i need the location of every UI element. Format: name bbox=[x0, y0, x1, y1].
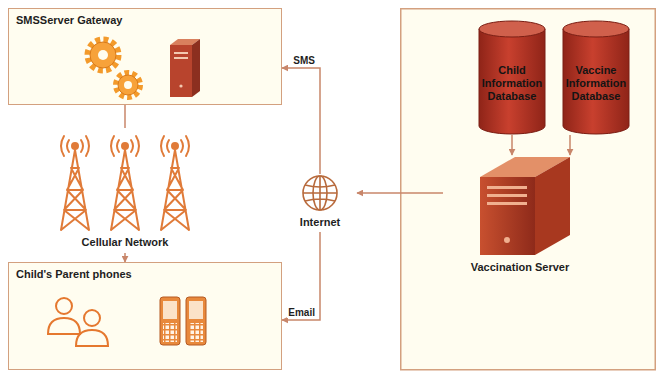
cylinder-body bbox=[563, 29, 629, 134]
gear-icon bbox=[124, 81, 132, 89]
network-node: Cellular Network bbox=[48, 128, 202, 253]
connector-line bbox=[282, 68, 320, 174]
panel-background bbox=[8, 262, 282, 370]
gateway-server-icon bbox=[170, 39, 200, 97]
box-heading: SMSServer Gateway bbox=[16, 14, 122, 26]
phone-icon bbox=[163, 301, 177, 319]
cell-tower-icon bbox=[122, 143, 128, 149]
phone-icon bbox=[186, 297, 206, 345]
phone-icon bbox=[160, 297, 206, 345]
gateway-server-icon bbox=[170, 45, 192, 97]
edge-label: Email bbox=[287, 307, 316, 318]
vaccination-server-icon bbox=[480, 157, 570, 255]
vaccination-server-icon bbox=[504, 237, 510, 243]
gear-icon bbox=[88, 40, 140, 97]
phone-icon bbox=[163, 323, 177, 342]
gear-icon bbox=[88, 40, 118, 70]
connector-line bbox=[357, 192, 443, 194]
edge-label: SMS bbox=[292, 55, 316, 66]
database-cylinder: Child Information Database bbox=[478, 20, 546, 135]
gateway-server-icon bbox=[179, 84, 182, 87]
cell-tower-icon bbox=[161, 150, 189, 230]
parent-people-icon bbox=[56, 298, 72, 314]
connector-line bbox=[124, 105, 126, 128]
icon-label: Cellular Network bbox=[48, 236, 202, 248]
vaccination-server-icon bbox=[535, 157, 570, 255]
gateway-server-icon bbox=[174, 52, 188, 54]
box-heading: Child's Parent phones bbox=[16, 268, 132, 280]
cell-tower-icon bbox=[111, 150, 139, 230]
globe-icon bbox=[303, 176, 337, 210]
panel-background bbox=[8, 8, 655, 370]
cell-tower-icon bbox=[61, 150, 89, 230]
panel-background bbox=[401, 9, 656, 370]
cell-tower-icon bbox=[61, 136, 89, 156]
database-label: Vaccine Information Database bbox=[565, 64, 627, 103]
gear-icon bbox=[116, 73, 140, 97]
gateway-server-icon bbox=[174, 57, 188, 59]
parent-people-icon bbox=[48, 298, 108, 346]
phone-icon bbox=[189, 301, 203, 319]
connector-line bbox=[124, 253, 126, 262]
parent-people-icon bbox=[84, 310, 100, 326]
parent-people-icon bbox=[76, 330, 108, 346]
database-label: Child Information Database bbox=[481, 64, 543, 103]
cell-tower-icon bbox=[161, 136, 189, 156]
vaccination-server-icon bbox=[487, 202, 527, 205]
cell-tower-icon bbox=[111, 136, 139, 156]
database-cylinder: Vaccine Information Database bbox=[562, 20, 630, 135]
cell-tower-icon bbox=[72, 143, 78, 149]
vaccination-server-icon bbox=[480, 177, 535, 255]
cell-tower-icon bbox=[61, 136, 89, 230]
phone-icon bbox=[160, 297, 180, 345]
connector-line bbox=[282, 232, 320, 320]
cylinder-top bbox=[563, 21, 629, 37]
server-node: Vaccination Server bbox=[443, 155, 597, 280]
phones-box: Child's Parent phones bbox=[8, 262, 282, 370]
cell-tower-icon bbox=[161, 136, 189, 230]
cell-tower-icon bbox=[111, 136, 139, 230]
gear-icon bbox=[98, 50, 108, 60]
icon-label: Vaccination Server bbox=[443, 261, 597, 273]
globe-icon bbox=[303, 176, 337, 210]
gear-icon bbox=[90, 42, 116, 68]
internet-node: Internet bbox=[283, 174, 357, 232]
vaccination-server-icon bbox=[487, 194, 527, 197]
cell-tower-icon bbox=[172, 143, 178, 149]
cell-tower-icon bbox=[61, 136, 189, 230]
connector-line bbox=[569, 135, 571, 155]
icon-label: Internet bbox=[283, 216, 357, 228]
panel-background bbox=[8, 8, 282, 105]
phone-icon bbox=[189, 323, 203, 342]
vaccination-server-icon bbox=[487, 186, 527, 189]
cylinder-top bbox=[479, 21, 545, 37]
globe-icon bbox=[303, 176, 337, 210]
gateway-server-icon bbox=[192, 39, 200, 97]
cylinder-body bbox=[479, 29, 545, 134]
gear-icon bbox=[118, 75, 138, 95]
connector-line bbox=[511, 135, 513, 155]
gateway-box: SMSServer Gateway bbox=[8, 8, 282, 105]
parent-people-icon bbox=[48, 318, 80, 334]
